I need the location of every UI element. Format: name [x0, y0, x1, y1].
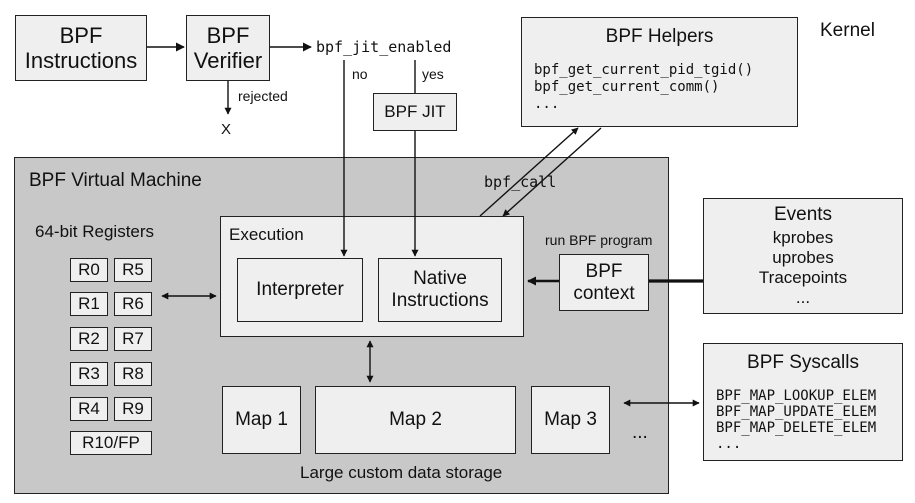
arrow-call-to-helpers	[479, 127, 579, 217]
register-r5: R5	[114, 258, 152, 282]
syscall-item: BPF_MAP_DELETE_ELEM	[716, 420, 877, 436]
bpf-verifier-box: BPF Verifier	[186, 15, 270, 81]
context-line1: BPF	[585, 260, 623, 282]
bpf-syscalls-title: BPF Syscalls	[747, 352, 859, 373]
no-label: no	[352, 66, 368, 82]
bpf-call-label: bpf_call	[484, 173, 557, 191]
jit-flag-label: bpf_jit_enabled	[316, 38, 452, 56]
bpf-helpers-box: BPF Helpers bpf_get_current_pid_tgid() b…	[521, 17, 798, 127]
event-item: ...	[795, 288, 811, 307]
arrow-helpers-to-execution	[502, 127, 602, 217]
bpf-jit-box: BPF JIT	[373, 93, 457, 131]
event-item: Tracepoints	[758, 268, 848, 287]
register-r8: R8	[114, 362, 152, 386]
map-1-box: Map 1	[222, 386, 301, 454]
syscall-item: ...	[716, 436, 742, 452]
map-3-box: Map 3	[531, 386, 610, 454]
yes-label: yes	[422, 66, 444, 82]
reject-mark: X	[221, 121, 232, 138]
native-instructions-box: Native Instructions	[378, 258, 502, 322]
helper-item: bpf_get_current_comm()	[534, 79, 720, 95]
map-2-box: Map 2	[315, 386, 516, 454]
register-r10-fp: R10/FP	[70, 431, 152, 455]
bpf-helpers-title: BPF Helpers	[605, 26, 714, 47]
events-box: Events kprobes uprobes Tracepoints ...	[703, 198, 903, 314]
bpf-context-box: BPF context	[559, 254, 649, 311]
register-r3: R3	[70, 362, 108, 386]
bpf-verifier-line2: Verifier	[193, 48, 263, 73]
run-program-label: run BPF program	[545, 232, 653, 248]
interpreter-box: Interpreter	[237, 258, 363, 322]
native-line2: Instructions	[391, 290, 489, 311]
syscall-item: BPF_MAP_LOOKUP_ELEM	[716, 388, 877, 404]
bpf-verifier-line1: BPF	[206, 23, 250, 48]
register-r4: R4	[70, 397, 108, 421]
event-item: kprobes	[772, 228, 834, 247]
bpf-helpers-list: bpf_get_current_pid_tgid() bpf_get_curre…	[534, 62, 753, 113]
register-r0: R0	[70, 258, 108, 282]
storage-label: Large custom data storage	[300, 463, 503, 482]
register-r2: R2	[70, 327, 108, 351]
events-title: Events	[773, 204, 833, 225]
register-r7: R7	[114, 327, 152, 351]
register-r9: R9	[114, 397, 152, 421]
bpf-instructions-line2: Instructions	[24, 48, 138, 73]
bpf-instructions-line1: BPF	[59, 23, 103, 48]
event-item: uprobes	[772, 248, 834, 267]
bpf-vm-title: BPF Virtual Machine	[29, 170, 202, 191]
kernel-label: Kernel	[820, 20, 875, 41]
bpf-syscalls-box: BPF Syscalls BPF_MAP_LOOKUP_ELEM BPF_MAP…	[703, 343, 903, 461]
registers-title: 64-bit Registers	[35, 222, 155, 241]
register-r6: R6	[114, 292, 152, 316]
context-line2: context	[573, 282, 635, 304]
helper-item: ...	[534, 96, 560, 112]
helper-item: bpf_get_current_pid_tgid()	[534, 62, 754, 78]
bpf-instructions-box: BPF Instructions	[15, 15, 147, 81]
register-r1: R1	[70, 292, 108, 316]
maps-more: ...	[632, 422, 648, 443]
execution-title: Execution	[229, 225, 304, 244]
rejected-label: rejected	[238, 88, 288, 104]
bpf-syscalls-list: BPF_MAP_LOOKUP_ELEM BPF_MAP_UPDATE_ELEM …	[716, 388, 876, 452]
syscall-item: BPF_MAP_UPDATE_ELEM	[716, 404, 877, 420]
native-line1: Native	[413, 268, 467, 289]
